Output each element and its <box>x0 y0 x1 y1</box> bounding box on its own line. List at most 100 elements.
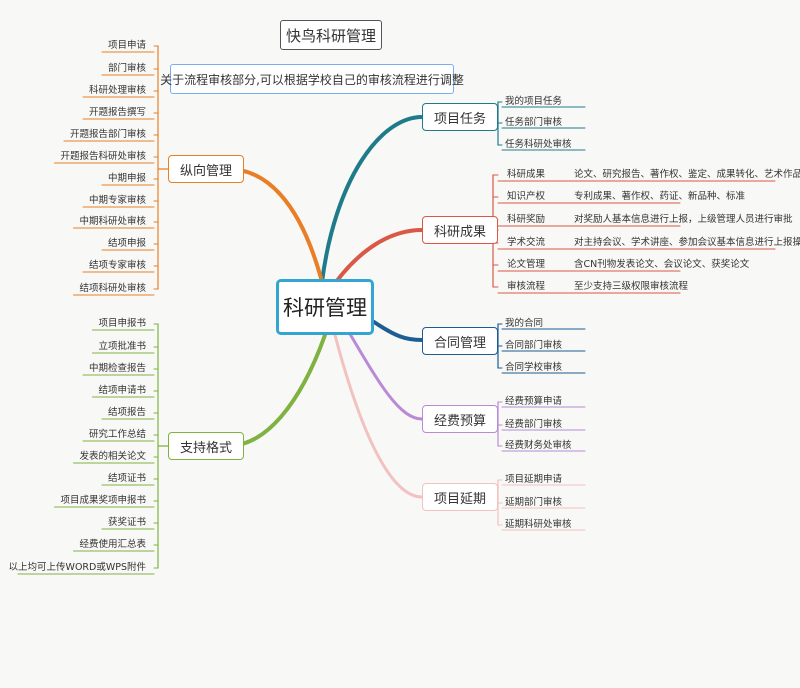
zongxiang-item[interactable]: 开题报告部门审核 <box>69 129 146 140</box>
zongxiang-leaf-line-6 <box>101 178 159 186</box>
results-detail[interactable]: 对主持会议、学术讲座、参加会议基本信息进行上报操作 <box>574 237 800 248</box>
branch-project-extension[interactable]: 项目延期 <box>422 483 498 511</box>
zongxiang-item[interactable]: 结项科研处审核 <box>79 283 146 294</box>
zhichi-leaf-line-10 <box>72 544 159 552</box>
results-category[interactable]: 学术交流 <box>507 237 546 248</box>
trunk-xiangmu <box>320 115 424 284</box>
results-detail[interactable]: 专利成果、著作权、药证、新品种、标准 <box>574 191 746 202</box>
zongxiang-leaf-line-9 <box>101 243 159 251</box>
page-title: 快鸟科研管理 <box>280 20 382 50</box>
trunk-zhichi <box>226 333 327 448</box>
zongxiang-item[interactable]: 开题报告撰写 <box>88 107 146 118</box>
hetong-item[interactable]: 合同学校审核 <box>505 362 563 373</box>
zhichi-item[interactable]: 结项申请书 <box>98 385 146 396</box>
central-topic[interactable]: 科研管理 <box>276 279 374 335</box>
jingfei-item[interactable]: 经费部门审核 <box>505 419 563 430</box>
zongxiang-item[interactable]: 开题报告科研处审核 <box>60 151 146 162</box>
hetong-item[interactable]: 我的合同 <box>505 318 544 329</box>
zongxiang-leaf-line-4 <box>63 134 159 142</box>
results-detail[interactable]: 含CN刊物发表论文、会议论文、获奖论文 <box>574 259 750 270</box>
jingfei-item[interactable]: 经费预算申请 <box>505 396 563 407</box>
zhichi-leaf-line-2 <box>82 368 159 376</box>
zhichi-leaf-line-7 <box>101 478 159 486</box>
yanqi-item[interactable]: 延期科研处审核 <box>505 519 572 530</box>
zongxiang-item[interactable]: 结项专家审核 <box>88 260 146 271</box>
zongxiang-leaf-line-2 <box>82 90 159 98</box>
hetong-leaf-line-1 <box>497 345 586 352</box>
zongxiang-leaf-line-10 <box>82 265 159 273</box>
yanqi-leaf-line-0 <box>497 479 586 486</box>
branch-research-results[interactable]: 科研成果 <box>422 216 498 244</box>
trunk-hetong <box>372 320 424 342</box>
zongxiang-leaf-line-5 <box>53 156 159 164</box>
zhichi-leaf-line-5 <box>82 434 159 442</box>
zhichi-leaf-line-4 <box>101 412 159 420</box>
results-detail[interactable]: 至少支持三级权限审核流程 <box>574 281 689 292</box>
zongxiang-item[interactable]: 中期申报 <box>107 173 146 184</box>
branch-budget[interactable]: 经费预算 <box>422 405 498 433</box>
zhichi-item[interactable]: 结项报告 <box>107 407 146 418</box>
zongxiang-item[interactable]: 科研处理审核 <box>88 85 146 96</box>
zhichi-item[interactable]: 发表的相关论文 <box>79 451 146 462</box>
zhichi-item[interactable]: 获奖证书 <box>107 517 146 528</box>
zhichi-leaf-line-0 <box>91 323 159 331</box>
yanqi-item[interactable]: 延期部门审核 <box>505 497 563 508</box>
xiangmu-item[interactable]: 我的项目任务 <box>505 96 563 107</box>
branch-project-tasks[interactable]: 项目任务 <box>422 103 498 131</box>
zongxiang-item[interactable]: 中期科研处审核 <box>79 216 146 227</box>
zongxiang-item[interactable]: 项目申请 <box>107 40 146 51</box>
zongxiang-leaf-line-7 <box>82 200 159 208</box>
results-category[interactable]: 科研成果 <box>507 169 546 180</box>
jingfei-leaf-line-1 <box>497 424 586 431</box>
jingfei-item[interactable]: 经费财务处审核 <box>505 440 572 451</box>
zhichi-item[interactable]: 经费使用汇总表 <box>79 539 146 550</box>
results-category[interactable]: 知识产权 <box>507 191 546 202</box>
jingfei-leaf-line-2 <box>497 445 586 452</box>
xiangmu-leaf-line-2 <box>497 144 586 151</box>
zongxiang-leaf-line-11 <box>72 288 159 296</box>
zhichi-leaf-line-9 <box>101 522 159 530</box>
branch-vertical-management[interactable]: 纵向管理 <box>168 155 244 183</box>
yanqi-leaf-line-2 <box>497 524 586 531</box>
zongxiang-item[interactable]: 结项申报 <box>107 238 146 249</box>
hetong-item[interactable]: 合同部门审核 <box>505 340 563 351</box>
results-category[interactable]: 科研奖励 <box>507 214 546 225</box>
results-detail[interactable]: 对奖励人基本信息进行上报，上级管理人员进行审批 <box>574 214 793 225</box>
yanqi-item[interactable]: 项目延期申请 <box>505 474 563 485</box>
jingfei-leaf-line-0 <box>497 401 586 408</box>
hetong-leaf-line-2 <box>497 367 586 374</box>
zongxiang-leaf-line-0 <box>101 45 159 53</box>
hetong-leaf-line-0 <box>497 323 586 330</box>
xiangmu-item[interactable]: 任务科研处审核 <box>505 139 572 150</box>
zhichi-item[interactable]: 项目申报书 <box>98 318 146 329</box>
zhichi-item[interactable]: 研究工作总结 <box>88 429 146 440</box>
zongxiang-leaf-line-8 <box>72 221 159 229</box>
xiangmu-leaf-line-0 <box>497 101 586 108</box>
trunk-chengguo <box>334 228 424 284</box>
results-category[interactable]: 审核流程 <box>507 281 546 292</box>
zhichi-leaf-line-11 <box>17 567 159 575</box>
zhichi-leaf-line-8 <box>53 500 159 508</box>
zhichi-item[interactable]: 中期检查报告 <box>88 363 146 374</box>
trunk-yanqi <box>333 333 424 499</box>
zhichi-item[interactable]: 结项证书 <box>107 473 146 484</box>
xiangmu-item[interactable]: 任务部门审核 <box>505 117 563 128</box>
results-detail[interactable]: 论文、研究报告、著作权、鉴定、成果转化、艺术作品 <box>574 169 800 180</box>
zhichi-item[interactable]: 以上均可上传WORD或WPS附件 <box>8 562 146 573</box>
zhichi-item[interactable]: 立项批准书 <box>98 341 146 352</box>
xiangmu-leaf-line-1 <box>497 122 586 129</box>
zongxiang-leaf-line-3 <box>82 112 159 120</box>
branch-contract-management[interactable]: 合同管理 <box>422 327 498 355</box>
yanqi-leaf-line-1 <box>497 502 586 509</box>
zhichi-leaf-line-3 <box>91 390 159 398</box>
process-note: 关于流程审核部分,可以根据学校自己的审核流程进行调整 <box>160 64 464 94</box>
zhichi-leaf-line-6 <box>72 456 159 464</box>
zongxiang-leaf-line-1 <box>101 68 159 76</box>
zhichi-leaf-line-1 <box>91 346 159 354</box>
zhichi-item[interactable]: 项目成果奖项申报书 <box>60 495 146 506</box>
zongxiang-item[interactable]: 部门审核 <box>107 63 146 74</box>
branch-supported-formats[interactable]: 支持格式 <box>168 432 244 460</box>
results-category[interactable]: 论文管理 <box>507 259 546 270</box>
zongxiang-item[interactable]: 中期专家审核 <box>88 195 146 206</box>
trunk-jingfei <box>348 332 424 421</box>
